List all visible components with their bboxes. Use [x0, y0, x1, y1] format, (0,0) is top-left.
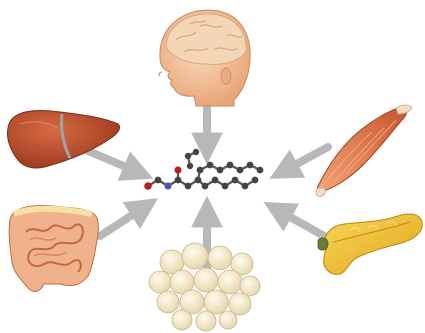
arrow-pancreas: [276, 209, 324, 236]
molecule-icon: [144, 149, 263, 190]
pancreas-icon: [318, 214, 422, 274]
arrow-liver: [86, 150, 140, 173]
arrows: [86, 92, 328, 268]
adipose-tissue-icon: [149, 243, 260, 331]
arrow-intestine: [100, 206, 146, 236]
muscle-icon: [316, 105, 412, 196]
head-brain-icon: [159, 10, 250, 106]
intestine-icon: [9, 206, 98, 292]
arrow-muscle: [282, 147, 328, 172]
